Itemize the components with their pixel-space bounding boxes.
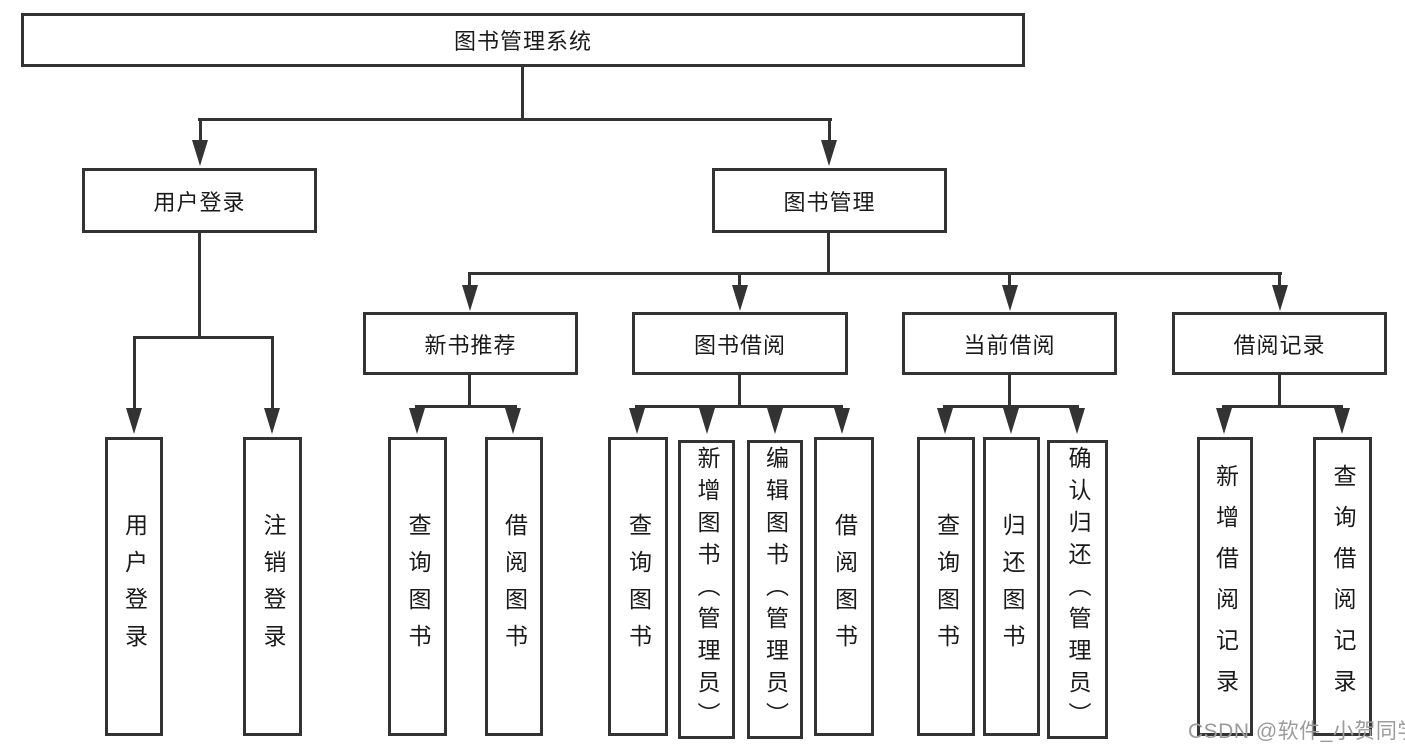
connector-line [827,233,830,274]
connector-line [1008,275,1011,287]
arrow-down-icon [409,408,425,434]
arrow-down-icon [1069,408,1085,434]
arrow-down-icon [767,408,783,434]
arrow-down-icon [462,285,478,311]
node-user-login: 用户登录 [82,168,317,233]
connector-line [271,339,274,409]
arrow-down-icon [126,408,142,434]
leaf-rec-query-book-label: 查询图书 [405,512,431,661]
connector-line [738,275,741,287]
node-book-mgmt-label: 图书管理 [783,189,876,215]
connector-line [133,339,136,409]
connector-line [738,375,741,407]
leaf-bb-add-book: 新增图书（管理员） [678,440,735,739]
connector-line [635,405,843,408]
arrow-down-icon [834,408,850,434]
arrow-down-icon [1002,285,1018,311]
leaf-bb-query-book-label: 查询图书 [625,512,652,661]
leaf-user-login: 用户登录 [105,437,163,736]
connector-line [943,405,1079,408]
leaf-logout: 注销登录 [243,437,302,736]
connector-line [415,405,517,408]
leaf-user-login-label: 用户登录 [121,512,148,661]
node-borrow-record: 借阅记录 [1172,312,1387,375]
connector-line [198,233,201,336]
arrow-down-icon [699,408,715,434]
arrow-down-icon [1216,408,1232,434]
node-book-mgmt: 图书管理 [712,168,947,233]
leaf-cb-query-book-label: 查询图书 [933,512,960,661]
node-root-label: 图书管理系统 [453,29,592,54]
leaf-cb-return-book: 归还图书 [983,437,1040,736]
node-book-borrow-label: 图书借阅 [693,332,786,358]
arrow-down-icon [629,408,645,434]
connector-line [1278,375,1281,407]
leaf-bb-edit-book-label: 编辑图书（管理员） [762,445,789,734]
leaf-br-query-record-label: 查询借阅记录 [1330,463,1356,710]
node-user-login-label: 用户登录 [153,189,246,215]
leaf-rec-borrow-book-label: 借阅图书 [501,512,528,661]
leaf-cb-confirm-return-label: 确认归还（管理员） [1065,445,1091,734]
csdn-watermark: CSDN @软件_小贺同学 [1188,720,1405,743]
arrow-down-icon [1334,408,1350,434]
leaf-bb-edit-book: 编辑图书（管理员） [747,440,803,739]
node-book-borrow: 图书借阅 [632,312,848,375]
connector-line [199,121,202,142]
node-current-borrow-label: 当前借阅 [963,332,1056,358]
node-current-borrow: 当前借阅 [902,312,1117,375]
connector-line [468,272,1282,275]
connector-line [468,375,471,407]
node-new-book-rec: 新书推荐 [363,312,578,375]
connector-line [521,66,524,120]
leaf-rec-borrow-book: 借阅图书 [485,437,543,736]
arrow-down-icon [505,408,521,434]
connector-line [828,121,831,142]
arrow-down-icon [821,140,837,166]
arrow-down-icon [732,285,748,311]
connector-line [1278,275,1281,287]
leaf-bb-add-book-label: 新增图书（管理员） [694,445,720,734]
arrow-down-icon [1003,408,1019,434]
leaf-logout-label: 注销登录 [260,512,286,661]
node-borrow-record-label: 借阅记录 [1233,332,1326,358]
leaf-bb-borrow-book: 借阅图书 [814,437,874,736]
leaf-rec-query-book: 查询图书 [388,437,447,736]
leaf-cb-confirm-return: 确认归还（管理员） [1047,440,1108,739]
leaf-bb-borrow-book-label: 借阅图书 [831,512,858,661]
connector-line [468,275,471,287]
leaf-cb-query-book: 查询图书 [917,437,975,736]
node-root: 图书管理系统 [21,13,1025,67]
connector-line [133,336,274,339]
connector-line [198,118,832,121]
arrow-down-icon [264,408,280,434]
node-new-book-rec-label: 新书推荐 [424,332,517,358]
connector-line [1008,375,1011,407]
arrow-down-icon [192,140,208,166]
leaf-cb-return-book-label: 归还图书 [999,512,1025,661]
arrow-down-icon [937,408,953,434]
leaf-br-add-record: 新增借阅记录 [1197,437,1253,736]
leaf-bb-query-book: 查询图书 [608,437,668,736]
arrow-down-icon [1272,285,1288,311]
leaf-br-query-record: 查询借阅记录 [1313,437,1372,736]
leaf-br-add-record-label: 新增借阅记录 [1212,463,1239,710]
connector-line [1222,405,1343,408]
